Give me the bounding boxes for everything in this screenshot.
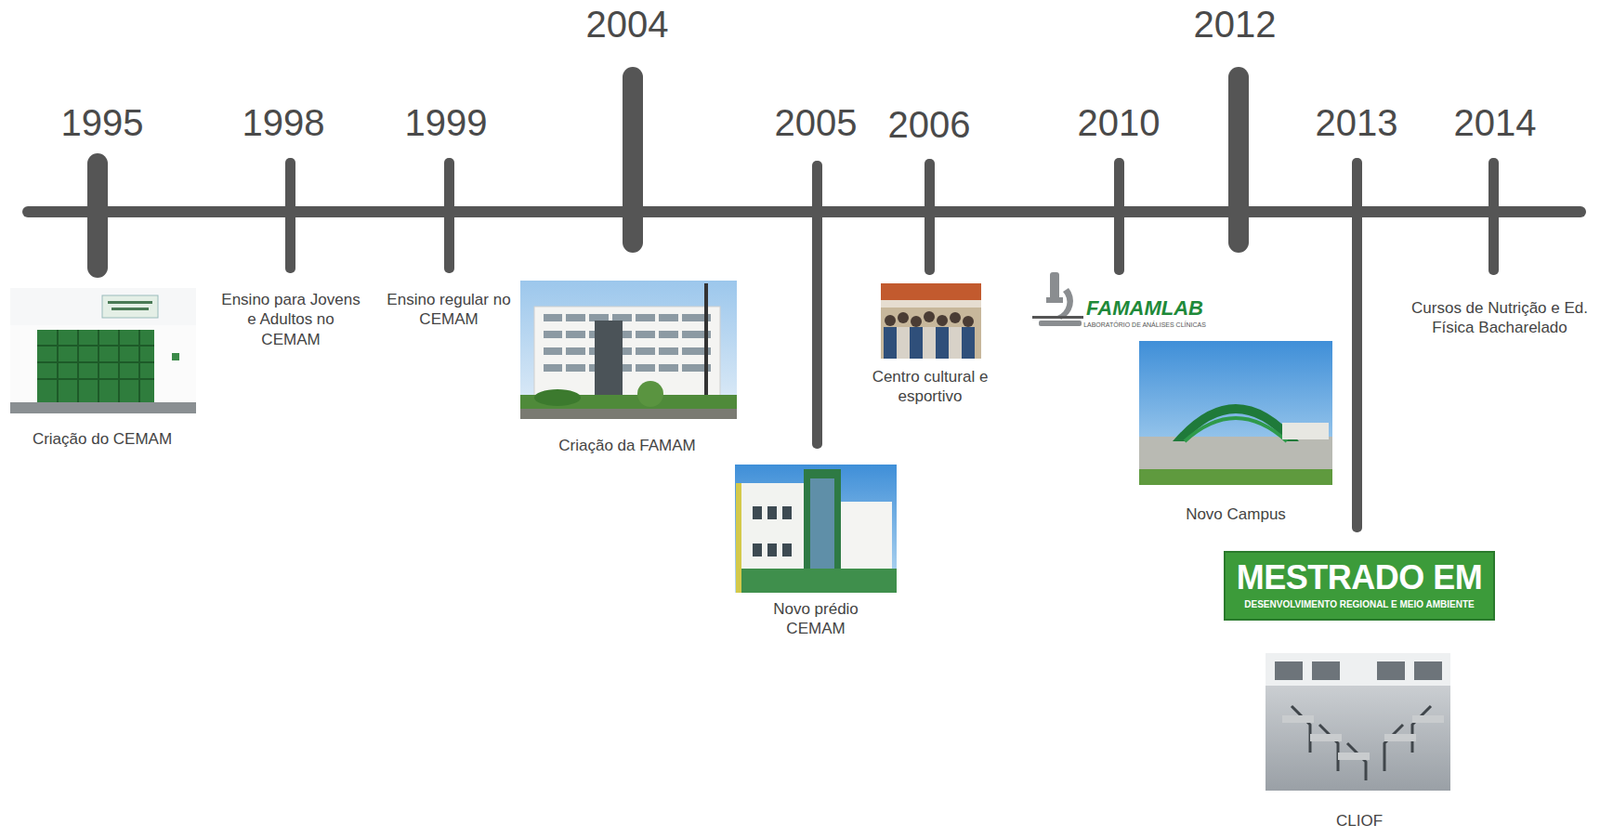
year-label: 1998 — [227, 100, 340, 145]
year-label: 2013 — [1300, 100, 1413, 145]
event-caption: Ensino para Jovens e Adultos no CEMAM — [221, 289, 361, 350]
banner-subtitle: DESENVOLVIMENTO REGIONAL E MEIO AMBIENTE — [1236, 598, 1483, 611]
year-label: 1999 — [390, 100, 502, 145]
year-label: 1995 — [46, 100, 158, 145]
year-label: 2005 — [764, 100, 867, 145]
year-label: 2012 — [1179, 1, 1291, 47]
event-caption: Cursos de Nutrição e Ed. Física Bacharel… — [1411, 298, 1588, 339]
centro-cultural-photo — [880, 283, 982, 359]
cemam-photo — [10, 288, 197, 414]
event-caption: CLIOF — [1312, 811, 1406, 831]
year-label: 2010 — [1062, 100, 1175, 145]
logo-subtext: LABORATÓRIO DE ANÁLISES CLÍNICAS — [1075, 321, 1215, 330]
year-label: 2014 — [1443, 100, 1547, 145]
year-label: 2004 — [571, 1, 683, 47]
event-caption: Criação do CEMAM — [9, 429, 196, 449]
event-caption: Novo prédio CEMAM — [760, 599, 872, 640]
timeline-ticks — [87, 66, 1499, 533]
logo-text: FAMAMLAB — [1079, 295, 1210, 322]
event-caption: Criação da FAMAM — [534, 435, 721, 456]
novo-predio-photo — [734, 464, 897, 593]
event-caption: Centro cultural e esportivo — [855, 367, 1005, 407]
microscope-logo — [1032, 272, 1084, 327]
novo-campus-photo — [1139, 340, 1333, 486]
cliof-photo — [1265, 653, 1451, 791]
famam-photo — [520, 280, 737, 420]
event-caption: Ensino regular no CEMAM — [376, 289, 522, 330]
banner-box: MESTRADO EM DESENVOLVIMENTO REGIONAL E ME… — [1223, 550, 1496, 621]
timeline-bar — [22, 206, 1587, 218]
year-label: 2006 — [878, 102, 981, 147]
event-caption: Novo Campus — [1166, 504, 1306, 525]
banner-title: MESTRADO EM — [1236, 560, 1483, 596]
